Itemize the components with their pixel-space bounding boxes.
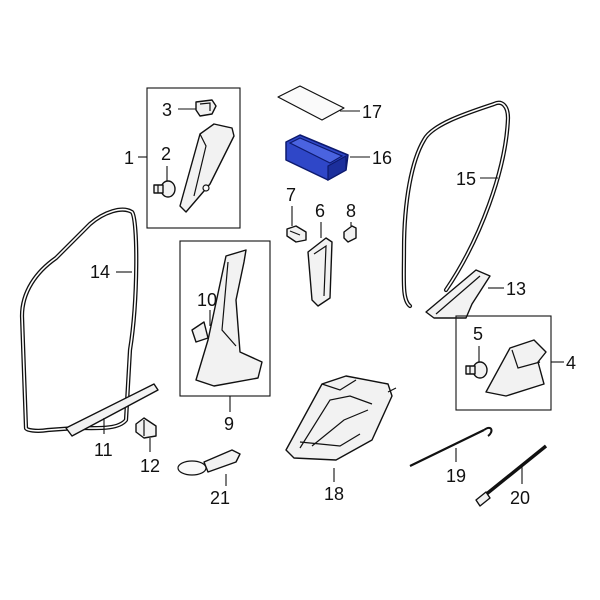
part-7-bolt[interactable] — [286, 225, 307, 243]
part-16-storage-tray[interactable] — [285, 134, 349, 182]
part-21-tow-hook[interactable] — [177, 449, 241, 476]
group-box-9 — [179, 240, 271, 397]
part-19-jack-handle[interactable] — [409, 426, 493, 467]
callout-12[interactable]: 12 — [140, 456, 160, 476]
part-14-door-weatherstrip[interactable] — [19, 207, 139, 433]
callout-13[interactable]: 13 — [506, 279, 526, 299]
callout-19[interactable]: 19 — [446, 466, 466, 486]
group-box-4 — [455, 315, 552, 411]
part-13-scuff-plate[interactable] — [425, 269, 491, 319]
part-3-clip[interactable] — [195, 99, 217, 117]
callout-21[interactable]: 21 — [210, 488, 230, 508]
part-5-push-pin[interactable] — [465, 361, 488, 379]
part-2-push-pin[interactable] — [153, 180, 176, 198]
callout-14[interactable]: 14 — [90, 262, 110, 282]
callout-3[interactable]: 3 — [162, 100, 172, 120]
part-12-clip[interactable] — [135, 417, 157, 439]
callout-6[interactable]: 6 — [315, 201, 325, 221]
callout-2[interactable]: 2 — [161, 144, 171, 164]
part-9-b-pillar-trim[interactable] — [195, 249, 263, 387]
callout-15[interactable]: 15 — [456, 169, 476, 189]
part-15-door-weatherstrip[interactable] — [401, 100, 511, 309]
callout-8[interactable]: 8 — [346, 201, 356, 221]
callout-11[interactable]: 11 — [94, 440, 113, 460]
part-10-clip[interactable] — [191, 321, 209, 343]
callout-10[interactable]: 10 — [197, 290, 217, 310]
part-1-a-pillar-trim[interactable] — [179, 123, 235, 213]
callout-9[interactable]: 9 — [224, 414, 234, 434]
part-4-trim-panel[interactable] — [485, 339, 547, 397]
callout-5[interactable]: 5 — [473, 324, 483, 344]
part-18-jack[interactable] — [285, 375, 397, 461]
part-6-bracket[interactable] — [307, 237, 333, 307]
callout-16[interactable]: 16 — [372, 148, 392, 168]
part-11-sill-strip[interactable] — [65, 383, 159, 437]
group-box-1 — [146, 87, 241, 229]
part-8-clip[interactable] — [343, 225, 357, 243]
callout-7[interactable]: 7 — [286, 185, 296, 205]
part-17-cover[interactable] — [277, 85, 345, 121]
callout-1[interactable]: 1 — [124, 148, 134, 168]
callout-20[interactable]: 20 — [510, 488, 530, 508]
callout-18[interactable]: 18 — [324, 484, 344, 504]
part-20-wheel-wrench[interactable] — [475, 444, 548, 507]
callout-4[interactable]: 4 — [566, 353, 576, 373]
callout-17[interactable]: 17 — [362, 102, 382, 122]
